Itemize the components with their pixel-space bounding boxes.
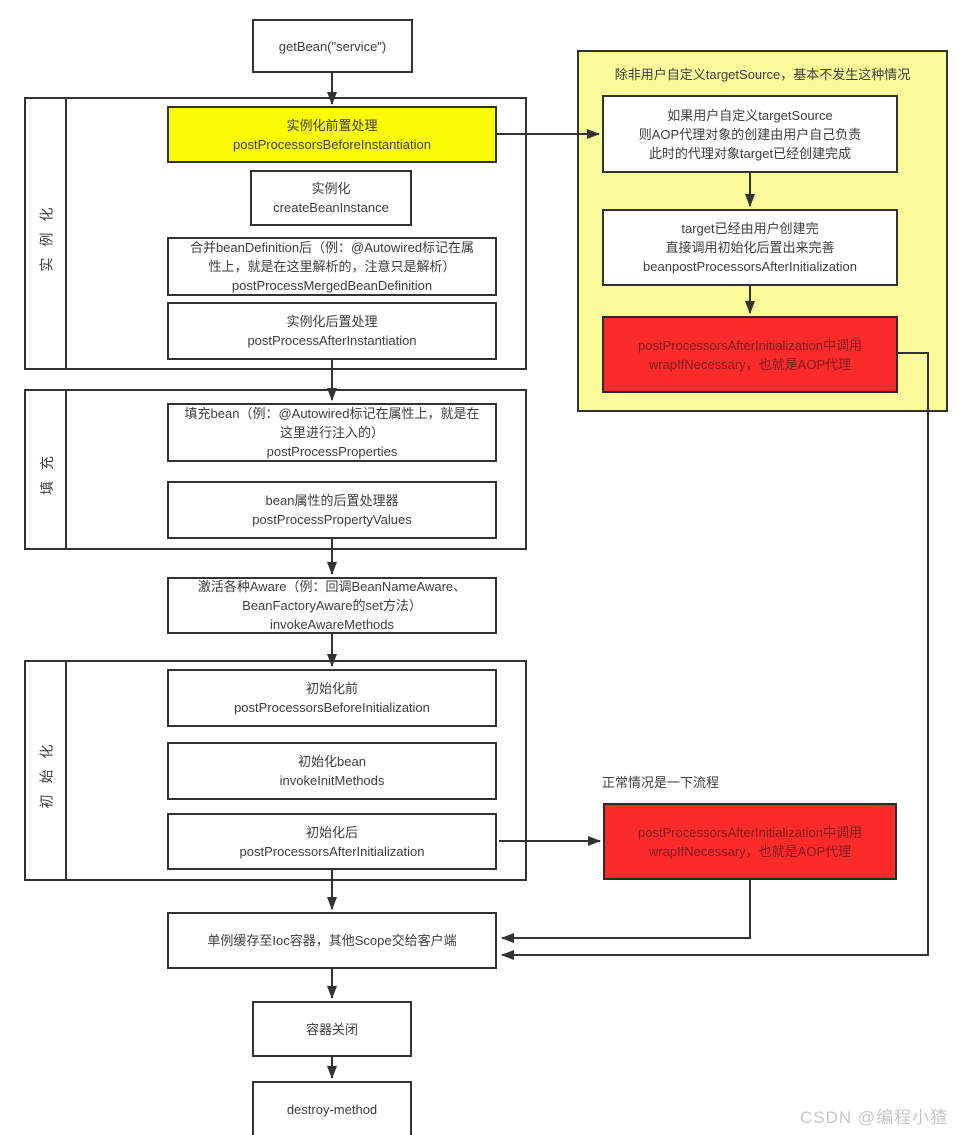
box-text-line: destroy-method	[286, 1101, 378, 1117]
box-text-line: 合并beanDefinition后（例：@Autowired标记在属	[189, 240, 475, 255]
box-before-initialization: 初始化前 postProcessorsBeforeInitialization	[167, 669, 497, 727]
box-getbean: getBean("service")	[252, 19, 413, 73]
box-text-line: 初始化bean	[298, 754, 366, 769]
box-text-line: BeanFactoryAware的set方法）	[242, 598, 422, 613]
group-divider	[65, 391, 67, 548]
box-target-created: target已经由用户创建完 直接调用初始化后置出来完善 beanpostPro…	[602, 209, 898, 286]
box-text-line: postProcessMergedBeanDefinition	[231, 278, 433, 293]
aop-panel-title: 除非用户自定义targetSource，基本不发生这种情况	[614, 67, 911, 82]
box-text-line: postProcessorsAfterInitialization	[239, 843, 425, 859]
group-divider	[65, 99, 67, 368]
box-normal-aop-proxy: postProcessorsAfterInitialization中调用 wra…	[603, 803, 897, 880]
box-text-line: 初始化后	[305, 824, 358, 840]
box-text-line: 初始化前	[305, 681, 358, 696]
group-instantiation-label: 实例化	[38, 196, 55, 271]
box-text-line: postProcessProperties	[266, 444, 398, 459]
box-create-bean-instance: 实例化 createBeanInstance	[250, 170, 412, 226]
group-instantiation: 实例化	[24, 97, 527, 370]
box-text-line: beanpostProcessorsAfterInitialization	[643, 259, 857, 274]
box-singleton-cache: 单例缓存至Ioc容器，其他Scope交给客户端	[167, 912, 497, 969]
box-bean-property-processor: bean属性的后置处理器 postProcessPropertyValues	[167, 481, 497, 539]
box-text-line: invokeInitMethods	[279, 773, 385, 788]
group-initialization-label: 初始化	[38, 733, 55, 808]
box-init-bean: 初始化bean invokeInitMethods	[167, 742, 497, 800]
box-text-line: wrapIfNecessary，也就是AOP代理	[648, 356, 852, 372]
box-text-line: 如果用户自定义targetSource	[667, 107, 833, 123]
box-text-line: 容器关闭	[305, 1021, 358, 1037]
box-text-line: 实例化后置处理	[286, 314, 378, 329]
box-merged-bean-definition: 合并beanDefinition后（例：@Autowired标记在属 性上，就是…	[167, 237, 497, 296]
box-text-line: 直接调用初始化后置出来完善	[665, 240, 835, 255]
box-text-line: 性上，就是在这里解析的，注意只是解析）	[208, 259, 456, 274]
box-text-line: 这里进行注入的）	[279, 425, 384, 440]
box-text-line: 此时的代理对象target已经创建完成	[648, 145, 852, 161]
box-destroy-method: destroy-method	[252, 1081, 412, 1135]
box-pre-instantiation: 实例化前置处理 postProcessorsBeforeInstantiatio…	[167, 106, 497, 163]
box-text-line: 填充bean（例：@Autowired标记在属性上，就是在	[184, 406, 480, 421]
box-text-line: postProcessorsAfterInitialization中调用	[638, 824, 862, 840]
box-text-line: postProcessorsAfterInitialization中调用	[638, 337, 862, 353]
box-text-line: invokeAwareMethods	[269, 617, 395, 632]
box-invoke-aware: 激活各种Aware（例：回调BeanNameAware、 BeanFactory…	[167, 577, 497, 634]
box-text-line: 则AOP代理对象的创建由用户自己负责	[638, 126, 862, 142]
group-divider	[65, 662, 67, 879]
box-text-line: postProcessorsBeforeInitialization	[234, 700, 430, 715]
box-text-line: createBeanInstance	[273, 200, 389, 215]
normal-case-label: 正常情况是一下流程	[602, 775, 720, 790]
group-populate-label: 填充	[38, 444, 55, 495]
box-text-line: postProcessorsBeforeInstantiation	[233, 136, 431, 152]
box-text-line: postProcessPropertyValues	[252, 512, 412, 527]
box-text-line: 实例化前置处理	[286, 117, 378, 133]
box-after-initialization: 初始化后 postProcessorsAfterInitialization	[167, 813, 497, 870]
arrow-normal-aop-proxy-to-singleton	[501, 880, 751, 943]
box-text-line: 激活各种Aware（例：回调BeanNameAware、	[197, 579, 467, 594]
box-custom-target-source: 如果用户自定义targetSource 则AOP代理对象的创建由用户自己负责 此…	[602, 95, 898, 173]
box-text-line: 单例缓存至Ioc容器，其他Scope交给客户端	[207, 933, 457, 948]
box-populate-bean: 填充bean（例：@Autowired标记在属性上，就是在 这里进行注入的） p…	[167, 403, 497, 462]
box-post-instantiation: 实例化后置处理 postProcessAfterInstantiation	[167, 302, 497, 360]
box-text-line: bean属性的后置处理器	[265, 493, 399, 508]
box-text-line: 实例化	[311, 181, 351, 196]
box-container-close: 容器关闭	[252, 1001, 412, 1057]
box-text-line: getBean("service")	[278, 38, 387, 54]
box-text-line: target已经由用户创建完	[681, 221, 819, 236]
box-text-line: postProcessAfterInstantiation	[247, 333, 417, 348]
watermark: CSDN @编程小猹	[800, 1108, 949, 1127]
box-text-line: wrapIfNecessary，也就是AOP代理	[648, 843, 852, 859]
box-panel-aop-proxy: postProcessorsAfterInitialization中调用 wra…	[602, 316, 898, 393]
